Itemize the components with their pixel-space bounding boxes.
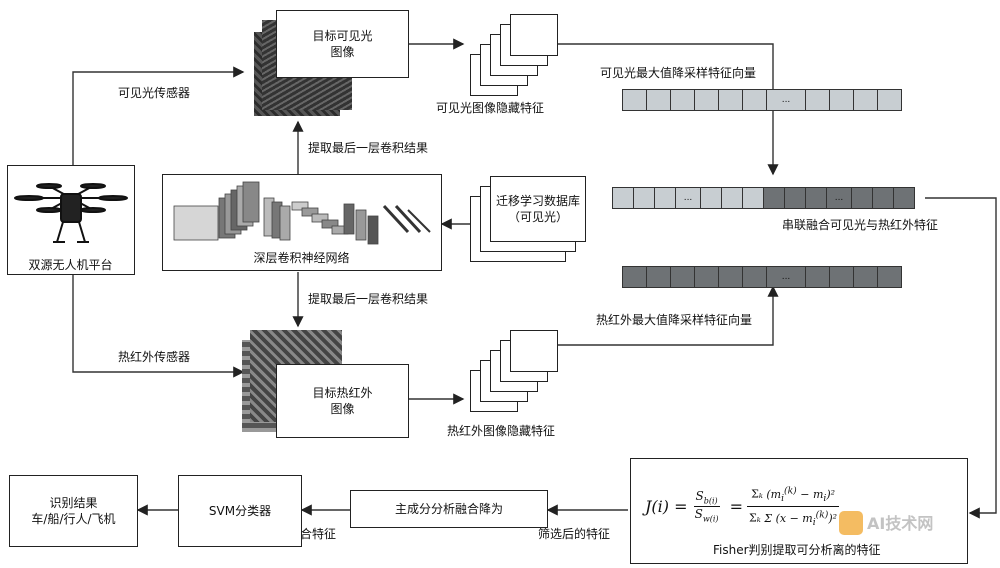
vector-cell xyxy=(721,187,743,209)
arrow-platform-infrared xyxy=(72,275,245,378)
vector-cell xyxy=(872,187,894,209)
fisher-rhs-top: Σ xyxy=(751,487,759,501)
transfer-db-card: 迁移学习数据库 （可见光） xyxy=(490,176,586,242)
infrared-image-line1: 目标热红外 xyxy=(312,386,373,400)
fisher-caption: Fisher判别提取可分析离的特征 xyxy=(713,543,881,557)
fisher-lhs: J(i) = xyxy=(645,496,688,516)
vector-cell xyxy=(893,187,915,209)
pca-box: 主成分分析融合降为 xyxy=(350,490,548,528)
vector-cell xyxy=(742,89,767,111)
vector-cell xyxy=(763,187,785,209)
transfer-line1: 迁移学习数据库 xyxy=(495,194,580,208)
vector-cell xyxy=(612,187,634,209)
vector-cell xyxy=(670,266,695,288)
cnn-layers-diagram xyxy=(173,181,431,245)
vector-cell xyxy=(654,187,676,209)
vector-cell xyxy=(805,89,830,111)
vector-ellipsis-cell: ... xyxy=(766,89,806,111)
vector-cell xyxy=(853,89,878,111)
fisher-box: J(i) = Sb(i) Sw(i) = Σₖ (mi(k) − mi)² Σₖ… xyxy=(630,458,968,564)
arrow-infrared-to-vector xyxy=(557,285,779,346)
watermark-logo xyxy=(839,511,863,535)
vector-cell xyxy=(622,89,647,111)
cnn-label: 深层卷积神经网络 xyxy=(253,251,350,265)
watermark-text: AI技术网 xyxy=(867,514,934,533)
vector-cell xyxy=(622,266,647,288)
fisher-denom-sub: w(i) xyxy=(702,514,719,524)
cnn-box: 深层卷积神经网络 xyxy=(162,174,442,271)
vector-cell xyxy=(805,187,827,209)
vector-cell xyxy=(829,89,854,111)
fisher-denom: S xyxy=(694,506,703,521)
fused-feature-vector: ... ... xyxy=(612,187,926,209)
fisher-rhs-bottom: Σ xyxy=(749,511,757,525)
vector-cell xyxy=(633,187,655,209)
vector-cell xyxy=(851,187,873,209)
visible-image-box: 目标可见光 图像 xyxy=(276,10,409,78)
vector-ellipsis: ... xyxy=(834,193,844,203)
fisher-numer-sub: b(i) xyxy=(703,496,718,506)
arrow-visible-to-vector xyxy=(557,43,779,176)
fisher-formula: J(i) = Sb(i) Sw(i) = Σₖ (mi(k) − mi)² Σₖ… xyxy=(645,485,840,528)
vector-cell xyxy=(877,89,902,111)
visible-sensor-label: 可见光传感器 xyxy=(118,86,191,100)
svm-box: SVM分类器 xyxy=(178,475,302,547)
visible-image-line2: 图像 xyxy=(330,45,355,59)
infrared-hidden-label: 热红外图像隐藏特征 xyxy=(447,424,556,438)
visible-vector-label: 可见光最大值降采样特征向量 xyxy=(600,66,757,80)
vector-cell xyxy=(742,266,767,288)
selected-features-label: 筛选后的特征 xyxy=(538,527,611,541)
drone-icon xyxy=(14,183,128,243)
vector-ellipsis-cell: ... xyxy=(675,187,701,209)
vector-cell xyxy=(853,266,878,288)
extract-bottom-label: 提取最后一层卷积结果 xyxy=(308,292,429,306)
platform-label: 双源无人机平台 xyxy=(28,258,113,272)
visible-image-line1: 目标可见光 xyxy=(312,29,373,43)
vector-cell xyxy=(718,89,743,111)
visible-hidden-label: 可见光图像隐藏特征 xyxy=(436,101,545,115)
vector-cell xyxy=(829,266,854,288)
vector-cell xyxy=(694,266,719,288)
vector-cell xyxy=(718,266,743,288)
visible-hidden-card-5 xyxy=(510,14,558,56)
vector-ellipsis: ... xyxy=(683,193,693,203)
infrared-image-line2: 图像 xyxy=(330,402,355,416)
extract-top-label: 提取最后一层卷积结果 xyxy=(308,141,429,155)
vector-cell xyxy=(805,266,830,288)
vector-cell xyxy=(877,266,902,288)
arrow-fused-fisher xyxy=(925,197,997,519)
fused-vector-label: 串联融合可见光与热红外特征 xyxy=(782,218,939,232)
fisher-fraction: Sb(i) Sw(i) xyxy=(693,489,720,524)
arrow-platform-visible xyxy=(72,66,245,165)
vector-cell xyxy=(646,266,671,288)
vector-cell xyxy=(784,187,806,209)
vector-cell xyxy=(742,187,764,209)
pca-label: 主成分分析融合降为 xyxy=(394,502,503,516)
infrared-vector-label: 热红外最大值降采样特征向量 xyxy=(596,313,753,327)
vector-cell xyxy=(694,89,719,111)
result-box: 识别结果 车/船/行人/飞机 xyxy=(9,475,138,547)
vector-ellipsis: ... xyxy=(781,272,791,282)
svm-label: SVM分类器 xyxy=(208,504,272,518)
result-line2: 车/船/行人/飞机 xyxy=(31,512,116,526)
result-line1: 识别结果 xyxy=(49,496,98,510)
visible-feature-vector: ... xyxy=(622,89,920,111)
infrared-hidden-card-5 xyxy=(510,330,558,372)
vector-ellipsis-cell: ... xyxy=(826,187,852,209)
fisher-numer: S xyxy=(695,489,704,504)
vector-cell xyxy=(646,89,671,111)
vector-ellipsis-cell: ... xyxy=(766,266,806,288)
vector-cell xyxy=(670,89,695,111)
vector-cell xyxy=(700,187,722,209)
vector-ellipsis: ... xyxy=(781,95,791,105)
infrared-sensor-label: 热红外传感器 xyxy=(118,350,191,364)
fisher-rhs: Σₖ (mi(k) − mi)² Σₖ Σ (x − mi(k))² xyxy=(747,485,840,528)
infrared-image-box: 目标热红外 图像 xyxy=(276,364,409,438)
uav-platform-box: 双源无人机平台 xyxy=(7,165,135,275)
transfer-line2: （可见光） xyxy=(507,210,568,224)
infrared-feature-vector: ... xyxy=(622,266,920,288)
